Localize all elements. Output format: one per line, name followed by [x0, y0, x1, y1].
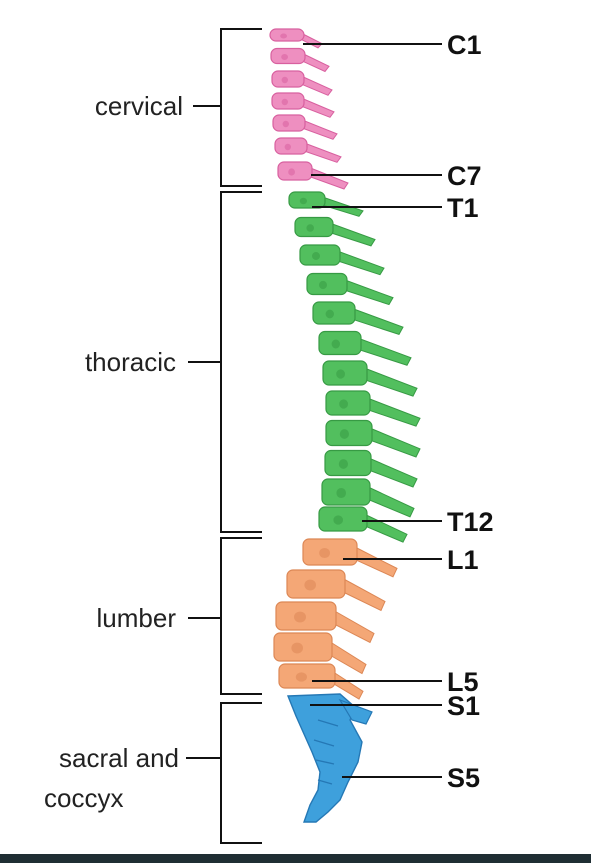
thoracic-vertebra-5-shade	[326, 310, 334, 319]
thoracic-vertebra-1-body	[289, 192, 325, 208]
t1-label: T1	[447, 193, 479, 223]
cervical-vertebra-1-body	[270, 29, 304, 41]
thoracic-vertebra-12-process	[363, 514, 407, 543]
thoracic-vertebra-3-process	[336, 251, 384, 275]
cervical-vertebra-7-shade	[288, 168, 295, 175]
cervical-vertebra-3-body	[272, 71, 304, 87]
thoracic-vertebra-12-body	[319, 507, 367, 531]
thoracic-vertebra-4-shade	[319, 281, 327, 289]
thoracic-vertebra-6-body	[319, 332, 361, 355]
cervical-vertebra-6-body	[275, 138, 307, 154]
lumbar-vertebra-1-body	[303, 539, 357, 565]
thoracic-vertebra-4-process	[343, 279, 393, 304]
s1-label: S1	[447, 691, 480, 721]
thoracic-vertebra-7-process	[363, 368, 417, 397]
cervical-label: cervical	[95, 91, 183, 121]
thoracic-vertebra-12-shade	[333, 515, 343, 524]
thoracic-vertebra-5-process	[351, 308, 403, 334]
cervical-vertebra-7-process	[308, 167, 348, 189]
thoracic-vertebra-10-process	[367, 457, 417, 487]
thoracic-vertebra-2-shade	[306, 224, 314, 232]
cervical-vertebra-5-process	[301, 120, 337, 140]
thoracic-vertebra-11-process	[366, 486, 414, 517]
thoracic-vertebra-8-body	[326, 391, 370, 415]
thoracic-vertebra-2-process	[329, 223, 375, 246]
l1-label: L1	[447, 545, 479, 575]
lumbar-vertebra-2-shade	[304, 580, 316, 591]
thoracic-vertebra-9-body	[326, 421, 372, 446]
lumbar-label: lumber	[97, 603, 177, 633]
lumbar-vertebra-4-shade	[291, 643, 303, 654]
thoracic-bracket	[221, 192, 262, 532]
sacral-bracket	[221, 703, 262, 843]
cervical-vertebra-2-body	[271, 49, 305, 64]
cervical-vertebra-4-process	[300, 98, 334, 118]
thoracic-vertebra-4-body	[307, 274, 347, 295]
cervical-vertebra-2-shade	[281, 54, 288, 60]
thoracic-vertebra-1-shade	[300, 198, 307, 204]
lumbar-vertebra-4-body	[274, 633, 332, 661]
thoracic-vertebra-8-process	[366, 398, 420, 427]
region-brackets	[186, 29, 262, 843]
thoracic-vertebra-9-process	[368, 427, 420, 457]
cervical-vertebra-6-process	[303, 143, 341, 163]
thoracic-vertebra-6-process	[357, 338, 411, 366]
thoracic-vertebra-3-shade	[312, 252, 320, 260]
lumbar-vertebra-5-shade	[296, 672, 307, 681]
sacral-label-line1: sacral and	[59, 743, 179, 773]
lumbar-vertebra-3-process	[332, 610, 374, 643]
thoracic-vertebra-9-shade	[340, 429, 349, 439]
bottom-border	[0, 854, 591, 863]
thoracic-vertebra-11-body	[322, 479, 370, 505]
cervical-vertebra-5-shade	[283, 121, 289, 127]
s5-label: S5	[447, 763, 480, 793]
cervical-vertebra-4-body	[272, 93, 304, 109]
lumbar-vertebra-1-process	[353, 546, 397, 577]
lumbar-vertebra-2-process	[341, 578, 385, 611]
sacral-label-line2: coccyx	[44, 783, 123, 813]
thoracic-vertebra-10-shade	[339, 459, 348, 469]
lumbar-bracket	[221, 538, 262, 694]
cervical-vertebra-4-shade	[282, 99, 288, 105]
lumbar-vertebra-1-shade	[319, 548, 330, 558]
thoracic-vertebra-6-shade	[332, 340, 340, 349]
c7-label: C7	[447, 161, 482, 191]
thoracic-vertebra-5-body	[313, 302, 355, 324]
thoracic-vertebra-7-body	[323, 361, 367, 385]
cervical-vertebra-1-shade	[280, 33, 287, 38]
lumbar-vertebra-3-shade	[294, 612, 306, 623]
cervical-vertebra-7-body	[278, 162, 312, 180]
cervical-vertebra-3-shade	[282, 77, 288, 83]
cervical-vertebra-6-shade	[285, 144, 291, 150]
cervical-vertebra-5-body	[273, 115, 305, 131]
t12-label: T12	[447, 507, 494, 537]
thoracic-vertebra-11-shade	[336, 488, 346, 498]
thoracic-vertebra-3-body	[300, 245, 340, 265]
thoracic-vertebra-8-shade	[339, 399, 348, 408]
cervical-bracket	[221, 29, 262, 186]
lumbar-vertebra-2-body	[287, 570, 345, 598]
thoracic-label: thoracic	[85, 347, 176, 377]
thoracic-vertebra-10-body	[325, 451, 371, 476]
thoracic-vertebra-2-body	[295, 218, 333, 237]
lumbar-vertebra-3-body	[276, 602, 336, 630]
thoracic-vertebra-7-shade	[336, 369, 345, 378]
c1-label: C1	[447, 30, 482, 60]
spinal-column	[270, 29, 420, 822]
cervical-vertebra-3-process	[300, 76, 332, 96]
lumbar-vertebra-5-body	[279, 664, 335, 688]
